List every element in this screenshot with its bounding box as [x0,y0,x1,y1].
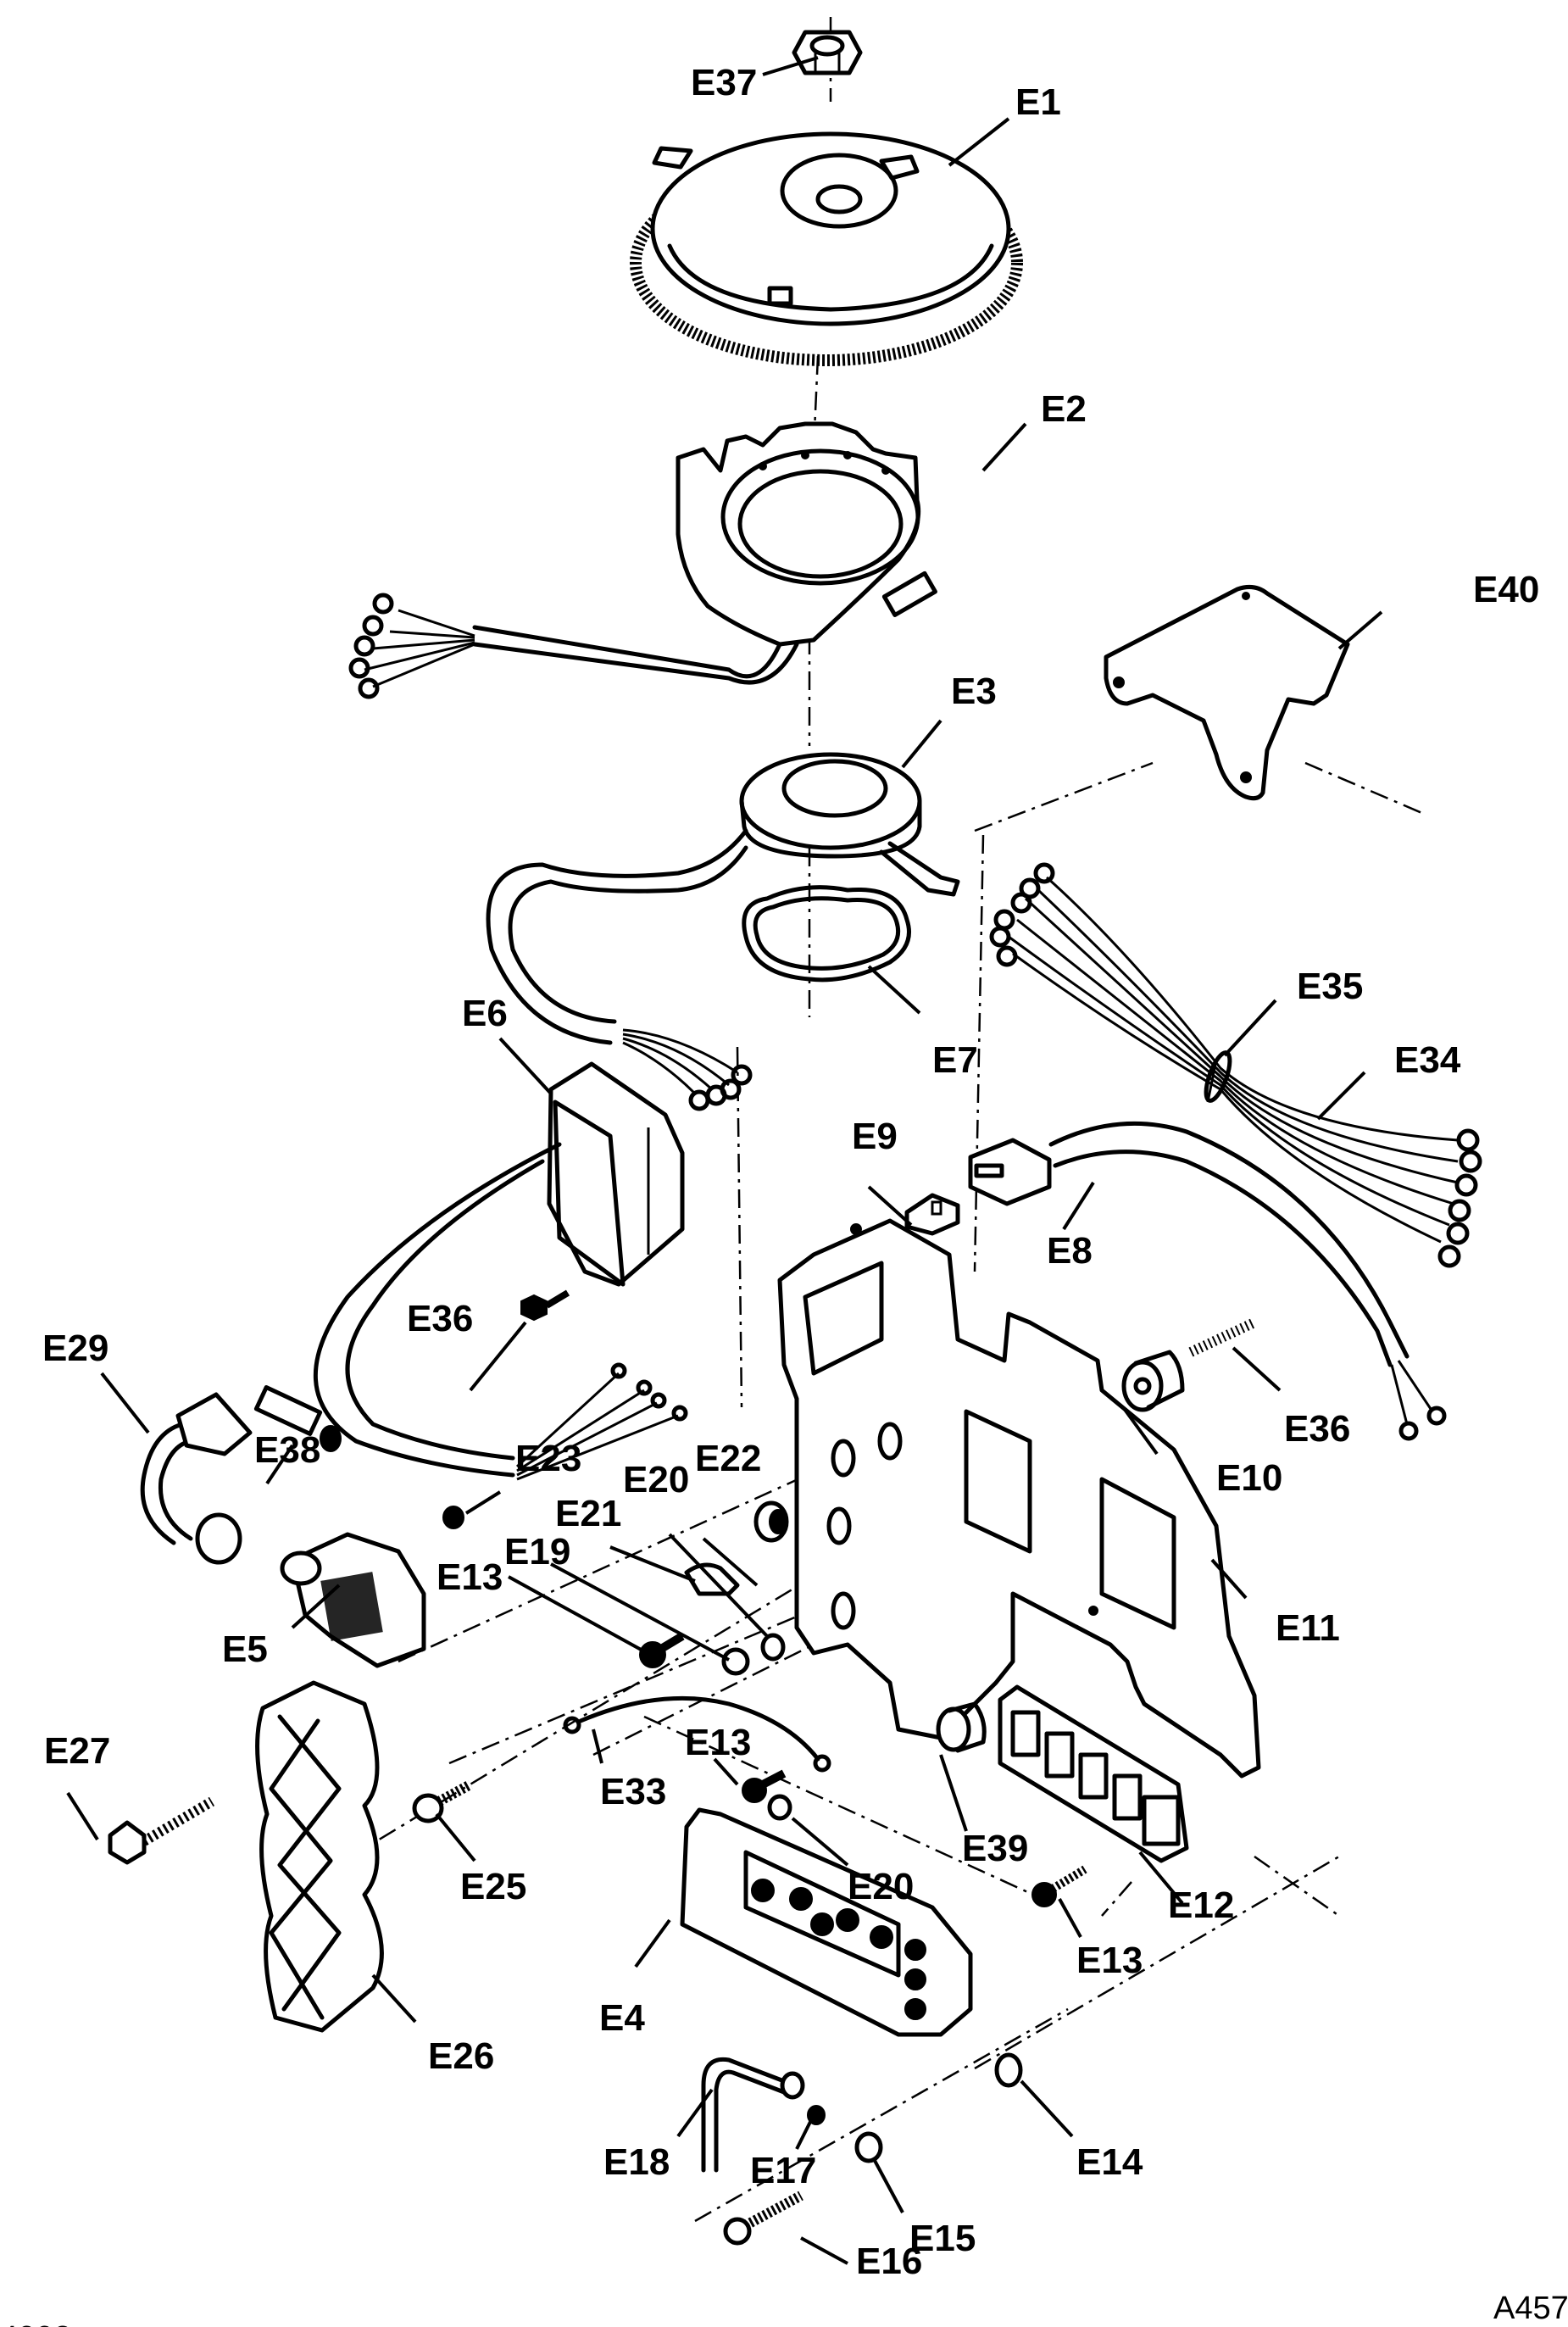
flywheel-nut-part [792,30,863,75]
grommet-part [753,1500,789,1543]
callout-e34: E34 [1394,1039,1461,1081]
wire-harness-part [989,862,1482,1268]
callout-e13-lower: E13 [1076,1940,1143,1981]
figure-reference: A457 [1493,2291,1568,2326]
callout-e1: E1 [1015,81,1061,123]
washer-part [767,1794,792,1821]
callout-e13-upper: E13 [436,1556,503,1598]
callout-e18: E18 [603,2141,670,2183]
callout-e35: E35 [1297,966,1363,1007]
callout-e36-left: E36 [407,1298,473,1339]
callout-e11: E11 [1276,1607,1340,1649]
ignition-coil-part [280,1532,426,1668]
nut-part [721,1647,750,1676]
spark-plug-part [253,1385,342,1452]
gasket-ring-part [742,885,911,983]
callout-e13-middle: E13 [685,1722,751,1763]
flywheel-part [630,131,1023,366]
callout-e25: E25 [460,1866,526,1907]
callout-e14: E14 [1076,2141,1143,2183]
rectifier-cable [313,1142,688,1481]
spacer-part [936,1701,987,1753]
mounting-plate-part [777,1218,1261,1779]
cover-bracket-part [1104,584,1350,801]
nut-part [854,2131,883,2163]
ground-wire-part [563,1695,831,1773]
callout-e10: E10 [1216,1457,1282,1499]
trigger-coil-part [739,752,960,897]
corner-reference-partial: 4993 [0,2320,72,2327]
callout-e9: E9 [852,1116,898,1157]
callout-e20-top: E20 [623,1459,689,1500]
callout-e36-right: E36 [1284,1408,1350,1450]
bolt-part [108,1796,215,1865]
spark-plug-lead-part [140,1392,253,1565]
screw-part [1031,1865,1087,1907]
washer-part [760,1633,786,1662]
screw-part [520,1289,570,1322]
stator-part [676,421,937,647]
callout-e2: E2 [1041,388,1087,430]
callout-e23: E23 [515,1438,581,1479]
callout-e3: E3 [951,671,997,712]
callout-e33: E33 [600,1771,666,1812]
screw-part [1188,1317,1257,1357]
callout-e15: E15 [909,2218,976,2259]
callout-e39: E39 [962,1828,1028,1869]
callout-e8: E8 [1047,1230,1093,1272]
callout-e5: E5 [222,1628,268,1670]
callout-e4: E4 [599,1997,645,2039]
callout-e40: E40 [1473,569,1539,610]
callout-e27: E27 [44,1730,110,1772]
callout-e20-bottom: E20 [848,1866,914,1907]
callout-e21: E21 [555,1493,621,1534]
callout-e12: E12 [1168,1884,1234,1926]
screw-part [639,1632,685,1668]
callout-e37: E37 [691,62,757,103]
nut-part [442,1506,464,1529]
rectifier-part [547,1061,685,1287]
switch-box-part [680,1807,973,2037]
callout-labels: E37 E1 E2 E40 E3 E35 E6 E7 E34 E9 E8 E36… [0,62,1568,2327]
coil-bracket-part [255,1680,384,2033]
harness-cable-part [968,1121,1447,1441]
callout-e6: E6 [462,993,508,1034]
callout-e29: E29 [42,1328,108,1369]
callout-e19: E19 [504,1531,570,1573]
ground-strap-part [701,2057,805,2173]
terminal-block-part [998,1684,1189,1863]
trigger-cable [486,828,753,1111]
stator-leads [348,593,799,699]
bolt-part [723,2191,803,2246]
callout-e38: E38 [254,1429,320,1471]
callout-e7: E7 [932,1039,978,1081]
screw-part [742,1769,787,1803]
spacer-part [1121,1350,1185,1412]
callout-e26: E26 [428,2035,494,2077]
screw-part [412,1779,473,1823]
callout-e17: E17 [750,2150,816,2191]
leader-lines [66,56,1383,2265]
callout-e22: E22 [695,1438,761,1479]
fuse-part [904,1193,960,1236]
callout-e16: E16 [856,2241,922,2282]
bushing-part [994,2052,1023,2088]
